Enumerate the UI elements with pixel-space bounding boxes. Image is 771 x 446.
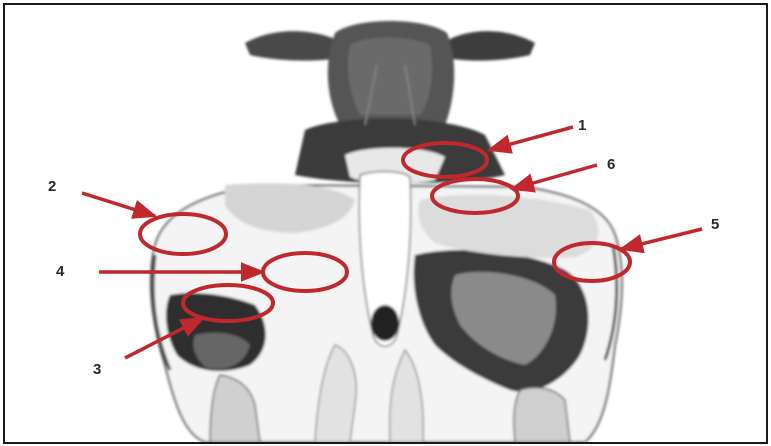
cow-sketch	[151, 21, 622, 442]
arrow-2	[82, 193, 155, 216]
label-2: 2	[48, 178, 56, 195]
arrow-1	[489, 127, 573, 150]
cow-rear-view-illustration: 1 2 3 4 5 6	[5, 5, 766, 442]
arrow-5	[621, 229, 702, 249]
label-5: 5	[711, 216, 719, 233]
label-4: 4	[56, 263, 65, 280]
label-6: 6	[607, 156, 615, 173]
label-1: 1	[578, 117, 586, 134]
label-3: 3	[93, 361, 101, 378]
arrow-6	[512, 165, 597, 189]
figure-frame: 1 2 3 4 5 6	[3, 3, 768, 444]
